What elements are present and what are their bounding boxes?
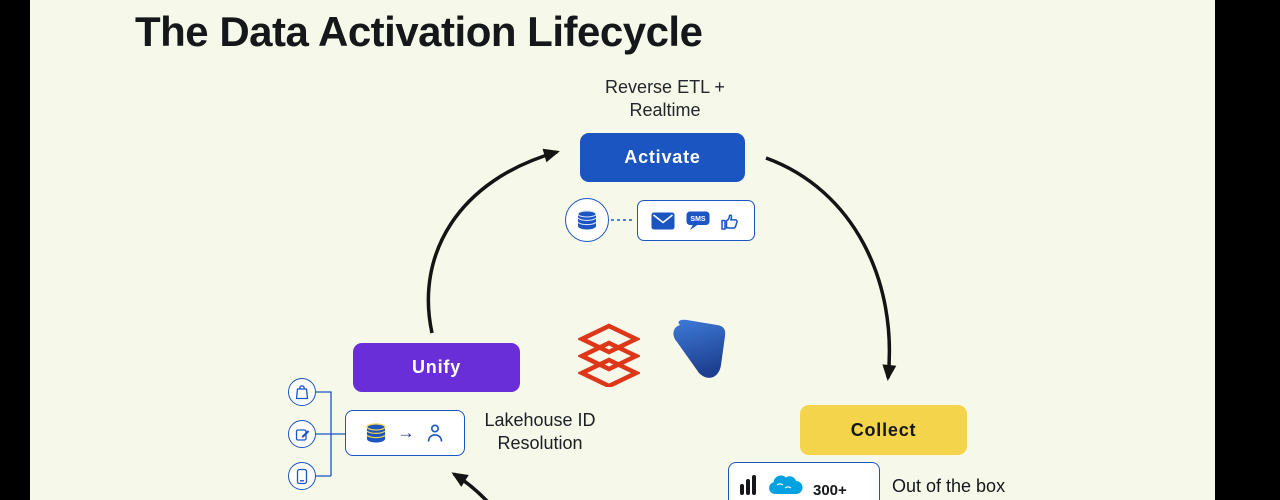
shopping-bag-icon (295, 385, 309, 400)
slide: The Data Activation Lifecycle Reverse ET… (30, 0, 1215, 500)
collect-label: Collect (850, 419, 917, 440)
annotation-line-2: Realtime (629, 100, 701, 121)
arrow-activate-to-collect (765, 156, 897, 381)
lakehouse-label: Lakehouse ID Resolution (470, 409, 610, 456)
lakehouse-box: → (345, 410, 465, 456)
bar-chart-icon (740, 475, 756, 495)
person-icon (427, 424, 443, 442)
database-icon (577, 210, 597, 230)
lakehouse-label-line-2: Resolution (497, 433, 583, 454)
unify-node: Unify (353, 343, 520, 392)
cycle-arrows (316, 148, 897, 500)
source-circle-forms (288, 420, 316, 448)
arrow-unify-to-activate (426, 148, 560, 334)
activate-annotation: Reverse ETL + Realtime (570, 76, 760, 122)
thumbs-up-icon (721, 214, 738, 230)
out-of-the-box-label: Out of the box (892, 476, 1006, 496)
channels-box: SMS (637, 200, 755, 241)
annotation-line-1: Reverse ETL + (605, 77, 725, 97)
arrow-collect-to-unify (451, 472, 489, 500)
mobile-phone-icon (296, 468, 308, 484)
page-title: The Data Activation Lifecycle (135, 8, 703, 55)
source-circle-mobile (288, 462, 316, 490)
flow-arrow: → (397, 423, 415, 442)
unify-label: Unify (412, 357, 461, 377)
source-circle-commerce (288, 378, 316, 406)
activate-label: Activate (624, 147, 701, 167)
partner-logo (673, 319, 726, 378)
source-connector-lines (316, 391, 345, 477)
salesforce-cloud-icon (769, 475, 803, 494)
database-icon (366, 423, 386, 443)
edit-icon (295, 428, 309, 441)
sms-bubble-icon: SMS (686, 211, 709, 230)
lakehouse-label-line-1: Lakehouse ID (484, 410, 596, 430)
email-icon (651, 212, 675, 229)
database-circle (565, 198, 609, 242)
collect-node: Collect (800, 405, 967, 455)
connector-count: 300+ (813, 481, 847, 499)
databricks-logo (578, 323, 640, 387)
sms-label: SMS (690, 216, 706, 223)
connectors-box: 300+ (728, 462, 880, 500)
activate-node: Activate (580, 133, 745, 182)
